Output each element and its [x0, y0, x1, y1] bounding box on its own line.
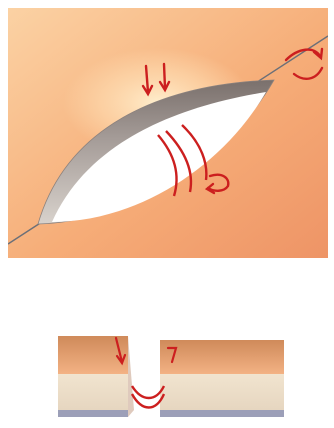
gap-arc-2 — [132, 394, 164, 408]
left-block — [58, 336, 134, 417]
cross-section-diagram — [56, 330, 288, 422]
opened-fault-diagram — [8, 8, 328, 258]
right-block — [160, 340, 284, 417]
gap-arc-1 — [132, 386, 164, 398]
